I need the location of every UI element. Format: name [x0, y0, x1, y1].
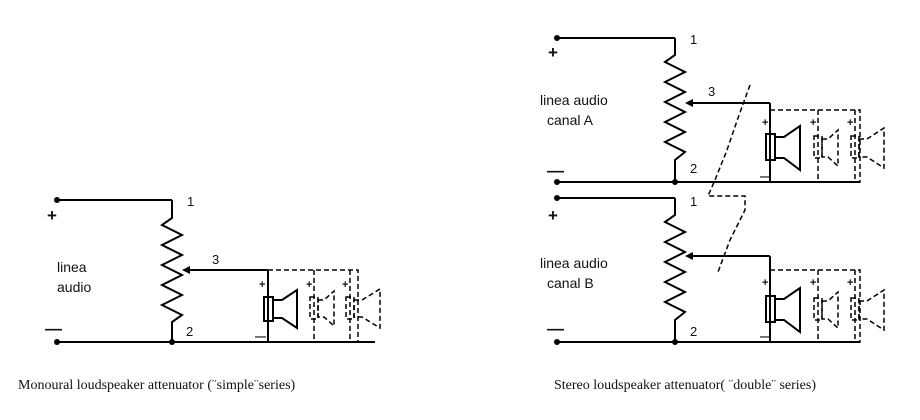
mono-plus-sign: + [47, 206, 57, 225]
stereo-a-input-label-line1: linea audio [540, 92, 608, 108]
mono-pin-2: 2 [186, 324, 193, 339]
stereo-a-speaker-icon [774, 124, 801, 172]
stereo-a-plus-terminal [554, 35, 560, 41]
mono-extra-plus-1: + [306, 279, 312, 291]
stereo-a-pin-3: 3 [708, 84, 715, 99]
stereo-b-extra-speaker-2-magnet [850, 297, 860, 321]
mono-extra-speaker-2-magnet [345, 296, 355, 320]
stereo-b-extra-speaker-2-icon [858, 288, 885, 332]
stereo-a-potentiometer [662, 38, 688, 182]
stereo-a-extra-plus-1: + [810, 117, 816, 129]
stereo-b-extra-speaker-1-icon [821, 290, 839, 330]
stereo-b-pin-1: 1 [690, 194, 697, 209]
stereo-a-pin-1: 1 [690, 32, 697, 47]
stereo-b-extra-plus-2: + [847, 277, 853, 289]
mono-pin-3: 3 [212, 252, 219, 267]
mono-speaker-icon [272, 288, 298, 330]
stereo-b-extra-plus-1: + [810, 277, 816, 289]
stereo-a-speaker-minus: — [760, 171, 771, 183]
stereo-b-extra-speaker-1-magnet [813, 297, 823, 321]
mono-extra-plus-2: + [342, 279, 348, 291]
stereo-a-extra-speaker-2-icon [858, 126, 885, 170]
mono-plus-terminal [54, 197, 60, 203]
mono-extra-frame [267, 269, 359, 343]
stereo-b-plus-sign: + [548, 206, 558, 225]
mono-input-label-line2: audio [57, 279, 91, 295]
mono-speaker-minus: — [255, 331, 266, 343]
stereo-b-input-label-line2: canal B [547, 275, 594, 291]
stereo-b-minus-terminal [554, 339, 560, 345]
stereo-b-wiper-arrow [685, 252, 693, 260]
mono-circuit: + — linea audio 1 2 3 + — + + [45, 194, 381, 345]
stereo-b-input-label-line1: linea audio [540, 255, 608, 271]
stereo-b-speaker-plus: + [762, 277, 768, 289]
mono-wiper-arrow [182, 266, 190, 274]
stereo-a-extra-plus-2: + [847, 117, 853, 129]
stereo-a-plus-sign: + [548, 43, 558, 62]
ganged-link [706, 84, 751, 273]
stereo-a-input-label-line2: canal A [547, 112, 594, 128]
stereo-a-minus-terminal [554, 179, 560, 185]
mono-speaker-plus: + [259, 279, 265, 291]
mono-extra-speaker-1-icon [317, 289, 335, 328]
mono-potentiometer [159, 200, 185, 342]
stereo-b-speaker-icon [774, 286, 801, 334]
stereo-a-minus-sign: — [547, 161, 564, 180]
stereo-a-extra-frame [769, 109, 861, 183]
stereo-b-speaker-minus: — [760, 331, 771, 343]
mono-pin-1: 1 [187, 194, 194, 209]
mono-extra-speaker-2-icon [353, 287, 381, 330]
mono-minus-sign: — [45, 319, 62, 338]
stereo-a-pin-2: 2 [690, 161, 697, 176]
stereo-b-plus-terminal [554, 195, 560, 201]
stereo-circuit: + — linea audio canal A 1 2 3 + — + + + … [540, 32, 885, 345]
stereo-b-potentiometer [662, 198, 688, 342]
stereo-b-extra-frame [769, 269, 861, 343]
stereo-b-minus-sign: — [547, 319, 564, 338]
stereo-a-speaker-plus: + [762, 117, 768, 129]
mono-minus-terminal [54, 339, 60, 345]
mono-caption: Monoural loudspeaker attenuator (¨simple… [18, 378, 296, 393]
stereo-a-extra-speaker-1-icon [821, 128, 839, 168]
stereo-a-wiper-arrow [685, 99, 693, 107]
mono-input-label-line1: linea [57, 259, 87, 275]
mono-extra-speaker-1-magnet [309, 296, 319, 320]
stereo-caption: Stereo loudspeaker attenuator( ¨double¨ … [554, 378, 816, 393]
stereo-b-pin-2: 2 [690, 324, 697, 339]
